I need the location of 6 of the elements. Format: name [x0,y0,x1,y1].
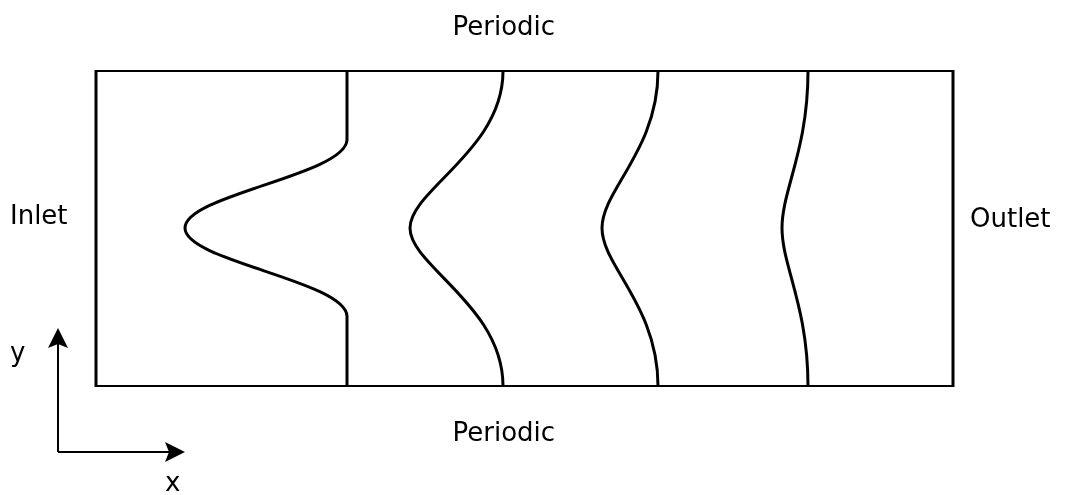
axis-label: y [10,337,26,367]
axis-label: x [165,467,181,495]
boundary-label: Outlet [970,203,1051,233]
boundary-label: Periodic [452,11,556,41]
boundary-label: Inlet [10,200,68,230]
boundary-label: Periodic [452,417,556,447]
